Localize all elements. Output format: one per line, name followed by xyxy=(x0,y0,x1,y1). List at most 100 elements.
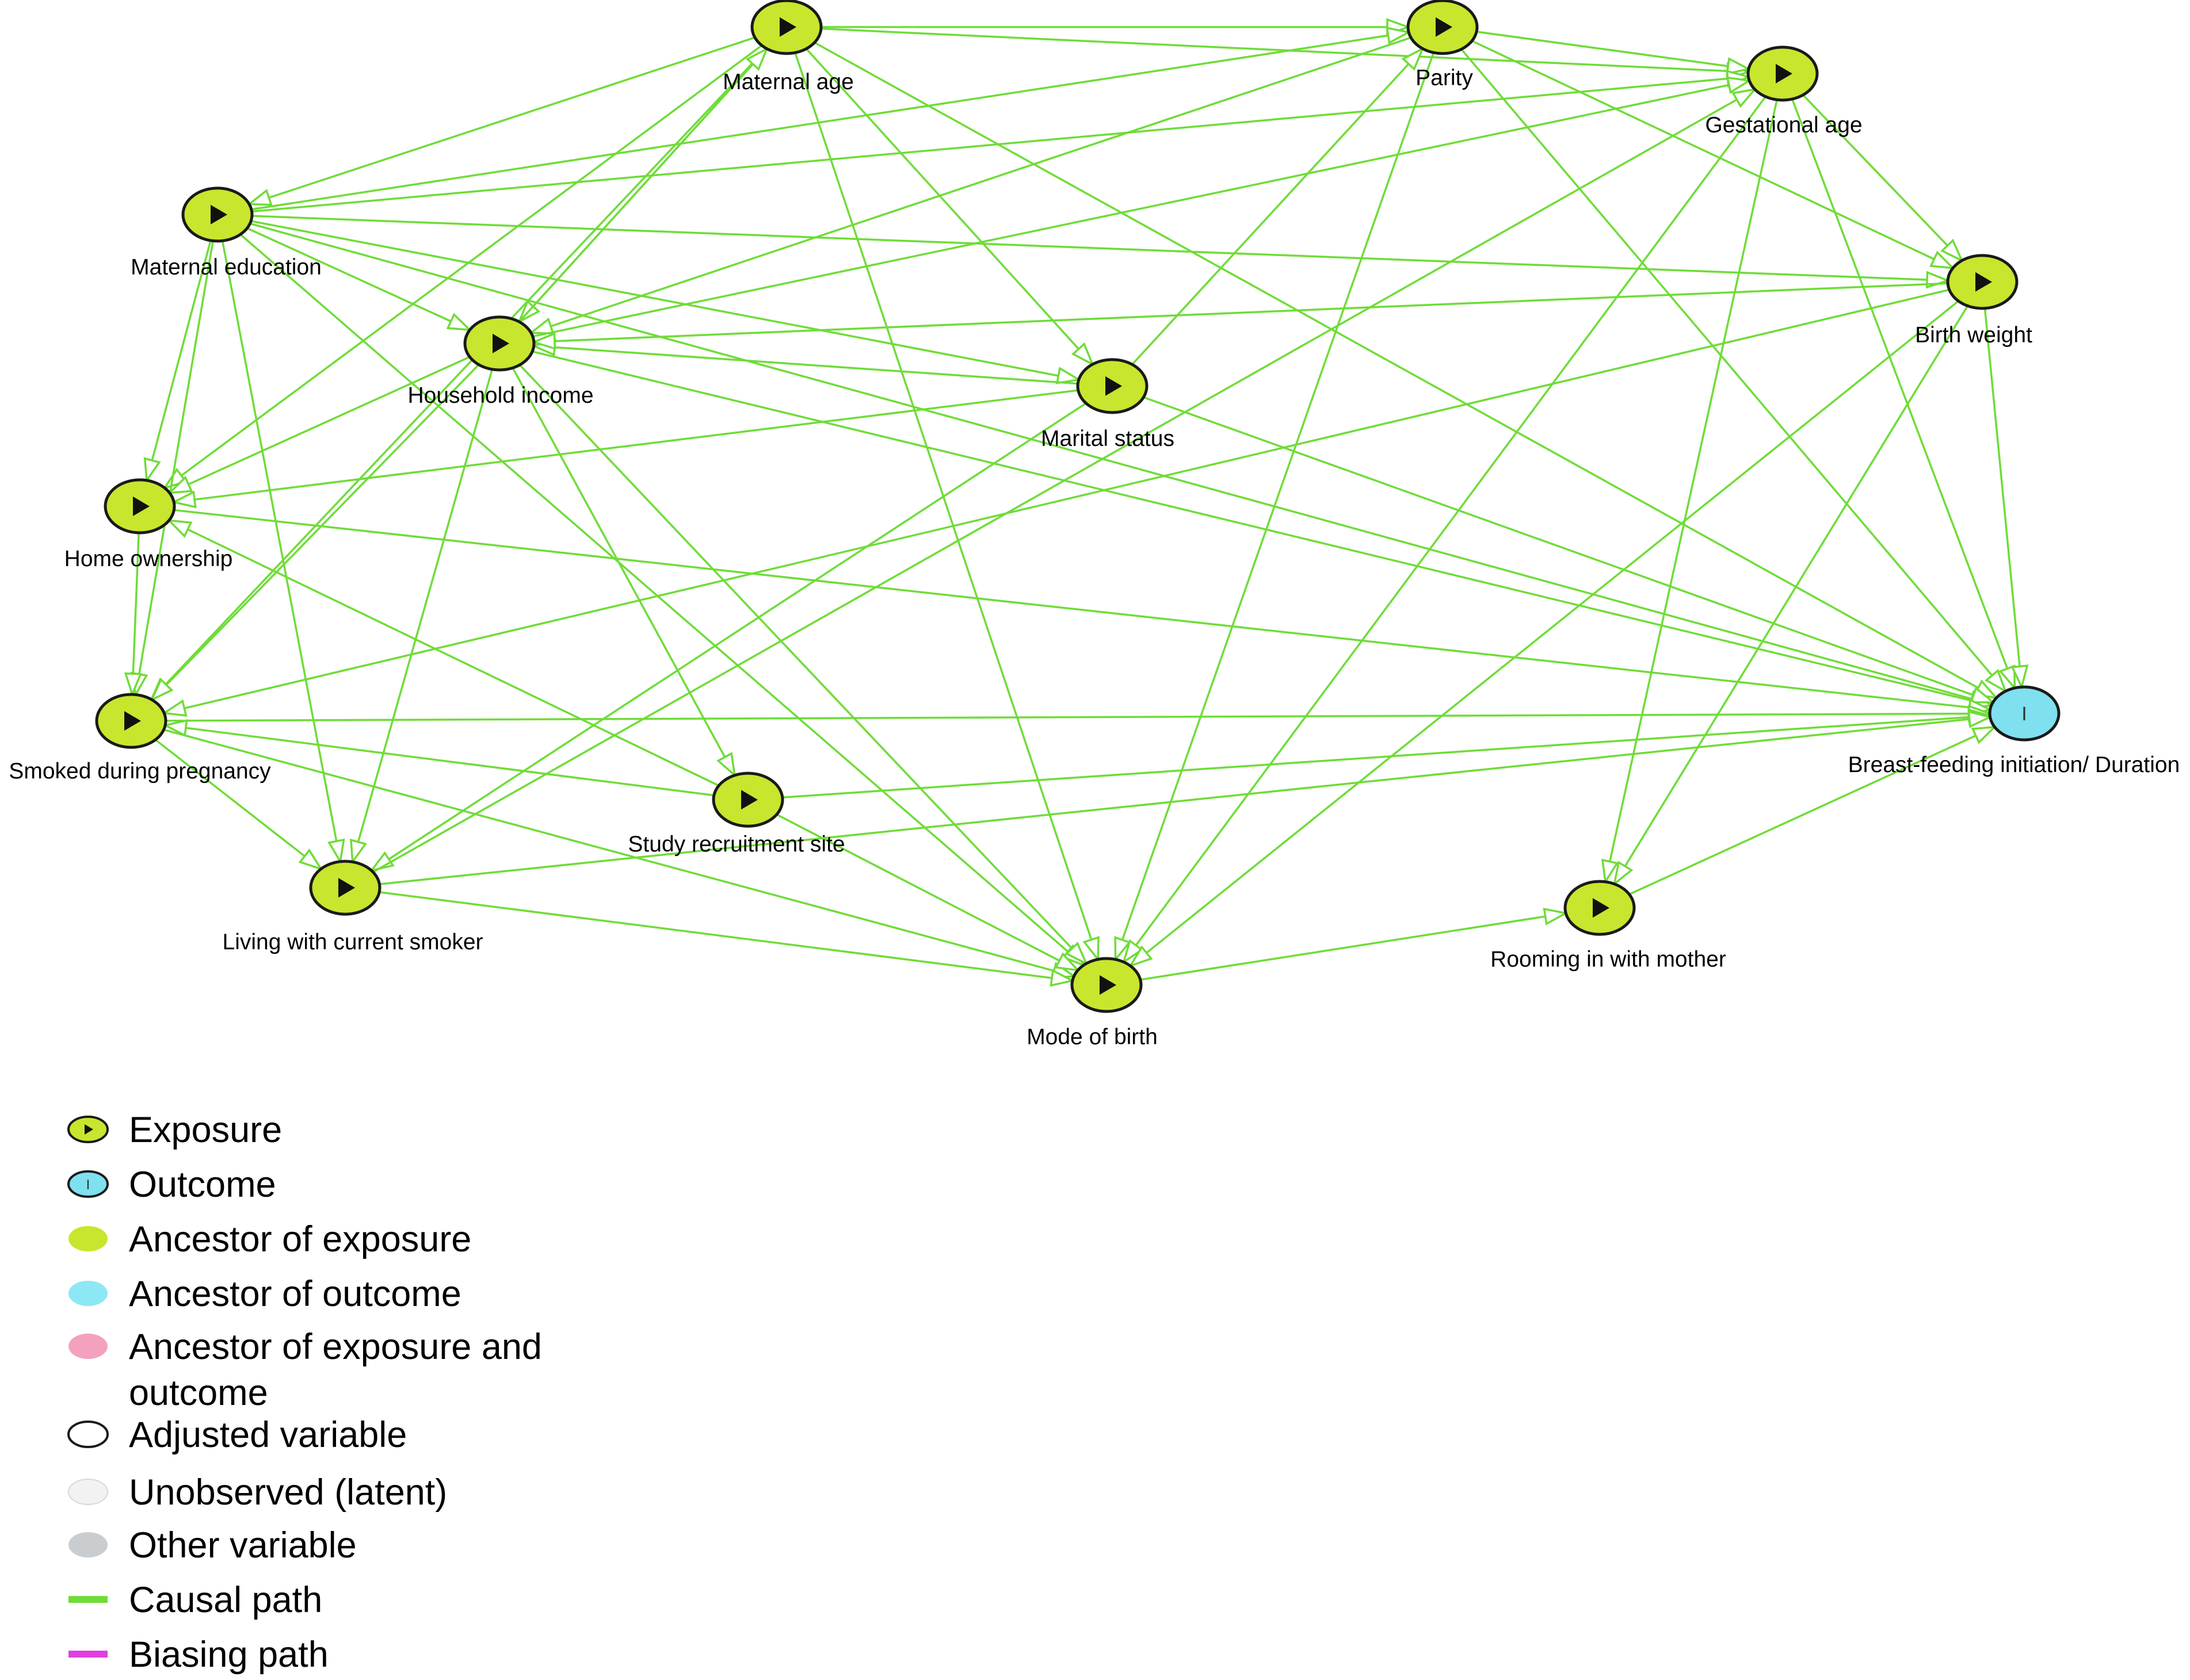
edge-household_income-to-study_site xyxy=(512,367,737,778)
edge-maternal_education-to-marital_status xyxy=(250,220,1082,384)
edge-birth_weight-to-breastfeeding xyxy=(1983,308,2029,690)
ancestor-exposure-swatch xyxy=(68,1226,108,1251)
edge-maternal_age-to-marital_status xyxy=(806,48,1095,367)
edge-living_smoker-to-gestational_age xyxy=(372,87,1758,873)
edge-birth_weight-to-smoked_pregnancy xyxy=(161,288,1950,717)
edge-marital_status-to-living_smoker xyxy=(369,402,1087,872)
play-triangle-icon xyxy=(85,1124,93,1135)
edge-maternal_age-to-smoked_pregnancy xyxy=(149,48,768,702)
play-triangle-icon xyxy=(338,878,355,898)
node-label: Smoked during pregnancy xyxy=(9,759,271,784)
node-home-ownership[interactable]: Home ownership xyxy=(64,478,233,571)
edge-parity-to-gestational_age xyxy=(1476,30,1752,75)
edge-maternal_education-to-household_income xyxy=(246,227,473,331)
edge-maternal_age-to-gestational_age xyxy=(821,28,1752,80)
edge-gestational_age-to-breastfeeding xyxy=(1791,98,2016,691)
legend-label: Outcome xyxy=(129,1164,276,1205)
edge-parity-to-household_income xyxy=(528,36,1411,335)
node-household-income[interactable]: Household income xyxy=(407,315,594,408)
node-marital-status[interactable]: Marital status xyxy=(1041,358,1174,451)
edge-gestational_age-to-rooming_in xyxy=(1601,100,1778,885)
node-label: Living with current smoker xyxy=(223,930,483,954)
edge-maternal_education-to-breastfeeding xyxy=(250,222,1995,708)
node-parity[interactable]: Parity xyxy=(1406,0,1479,90)
edge-birth_weight-to-mode_of_birth xyxy=(1128,300,1959,968)
edge-rooming_in-to-breastfeeding xyxy=(1628,726,1998,895)
edge-study_site-to-smoked_pregnancy xyxy=(162,719,715,797)
node-maternal-age[interactable]: Maternal age xyxy=(723,0,854,94)
play-triangle-icon xyxy=(780,17,796,37)
node-study-site[interactable]: Study recruitment site xyxy=(628,772,845,857)
node-label: Marital status xyxy=(1041,426,1174,451)
edge-maternal_education-to-birth_weight xyxy=(251,215,1951,289)
legend-label-line2: outcome xyxy=(129,1373,268,1413)
edge-household_income-to-breastfeeding xyxy=(532,350,1994,709)
edge-birth_weight-to-household_income xyxy=(531,282,1948,350)
node-label: Birth weight xyxy=(1915,323,2032,348)
edge-maternal_age-to-mode_of_birth xyxy=(794,52,1100,963)
latent-swatch xyxy=(68,1479,108,1505)
node-gestational-age[interactable]: Gestational age xyxy=(1705,45,1863,138)
node-label: Household income xyxy=(407,383,593,408)
legend-item-latent: Unobserved (latent) xyxy=(68,1472,447,1513)
legend-label: Adjusted variable xyxy=(129,1415,407,1455)
edge-maternal_education-to-home_ownership xyxy=(143,240,212,483)
play-triangle-icon xyxy=(124,711,141,731)
ancestor-both-swatch xyxy=(68,1334,108,1359)
outcome-symbol: I xyxy=(2021,703,2027,725)
node-label: Rooming in with mother xyxy=(1490,947,1726,972)
legend-label: Other variable xyxy=(129,1525,357,1566)
play-triangle-icon xyxy=(1100,975,1116,995)
node-smoked-pregnancy[interactable]: Smoked during pregnancy xyxy=(9,693,271,784)
play-triangle-icon xyxy=(211,205,227,224)
node-label: Home ownership xyxy=(64,547,233,571)
edge-household_income-to-smoked_pregnancy xyxy=(150,364,480,702)
edge-mode_of_birth-to-rooming_in xyxy=(1140,907,1569,981)
play-triangle-icon xyxy=(1105,376,1122,396)
play-triangle-icon xyxy=(1776,64,1792,83)
legend-label: Unobserved (latent) xyxy=(129,1472,447,1513)
ancestor-outcome-swatch xyxy=(68,1281,108,1306)
node-label: Maternal education xyxy=(131,255,322,280)
node-living-smoker[interactable]: Living with current smoker xyxy=(223,860,483,954)
edge-gestational_age-to-mode_of_birth xyxy=(1121,96,1767,965)
legend-item-outcome: I Outcome xyxy=(67,1164,276,1205)
edge-home_ownership-to-smoked_pregnancy xyxy=(124,532,142,698)
legend-item-exposure: Exposure xyxy=(67,1110,282,1150)
edge-marital_status-to-home_ownership xyxy=(171,389,1079,509)
edge-household_income-to-mode_of_birth xyxy=(518,364,1089,966)
play-triangle-icon xyxy=(1975,272,1992,292)
edge-home_ownership-to-breastfeeding xyxy=(174,509,1993,716)
causal-path-swatch xyxy=(68,1596,108,1603)
edge-birth_weight-to-rooming_in xyxy=(1612,305,1968,887)
node-rooming-in[interactable]: Rooming in with mother xyxy=(1490,880,1726,972)
play-triangle-icon xyxy=(741,790,758,810)
edge-maternal_education-to-smoked_pregnancy xyxy=(130,240,214,698)
legend-label: Causal path xyxy=(129,1580,322,1620)
edge-maternal_age-to-home_ownership xyxy=(162,44,762,490)
legend-item-adjusted: Adjusted variable xyxy=(67,1415,407,1455)
node-ellipse xyxy=(1988,685,2061,742)
edge-maternal_age-to-maternal_education xyxy=(246,36,756,206)
legend-item-causal: Causal path xyxy=(68,1580,322,1620)
edge-household_income-to-gestational_age xyxy=(532,76,1753,338)
edge-study_site-to-breastfeeding xyxy=(782,708,1993,799)
edge-parity-to-breastfeeding xyxy=(1460,48,2008,694)
node-label: Study recruitment site xyxy=(628,832,845,857)
node-mode-of-birth[interactable]: Mode of birth xyxy=(1027,957,1158,1049)
node-birth-weight[interactable]: Birth weight xyxy=(1915,254,2032,348)
outcome-symbol: I xyxy=(86,1177,90,1193)
node-label: Gestational age xyxy=(1705,113,1862,138)
node-maternal-education[interactable]: Maternal education xyxy=(131,186,322,280)
edge-living_smoker-to-breastfeeding xyxy=(379,710,1993,885)
play-triangle-icon xyxy=(1436,17,1452,37)
legend-item-ancestor-outcome: Ancestor of outcome xyxy=(68,1274,461,1314)
edge-maternal_education-to-gestational_age xyxy=(251,70,1752,213)
legend-item-other: Other variable xyxy=(68,1525,357,1566)
legend-label: Ancestor of exposure xyxy=(129,1219,471,1259)
other-swatch xyxy=(68,1532,108,1557)
